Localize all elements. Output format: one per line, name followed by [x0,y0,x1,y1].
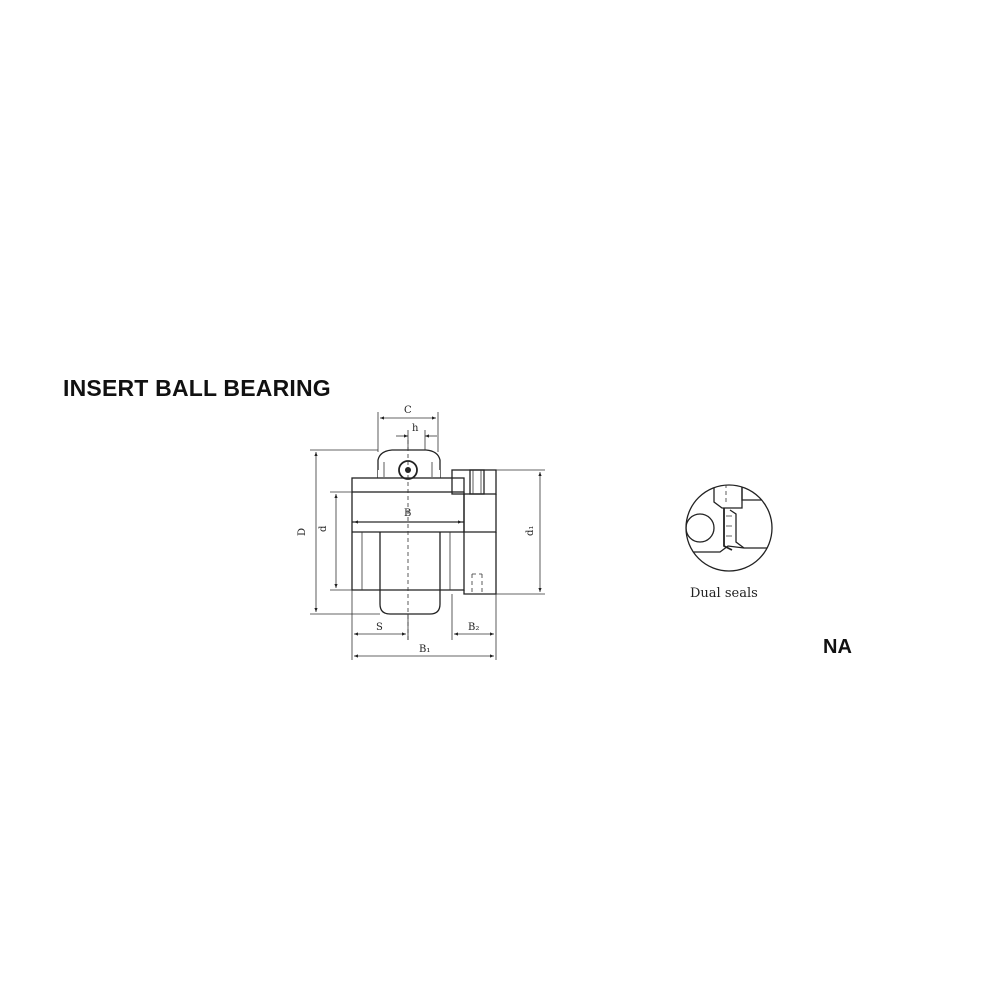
set-screw-collar [451,469,497,495]
page-title: INSERT BALL BEARING [63,375,331,401]
label-S: S [376,622,383,633]
series-code: NA [823,636,852,658]
dimension-lines [310,412,545,660]
label-B2: B₂ [468,622,479,633]
label-h: h [412,423,419,434]
label-d1: d₁ [525,526,536,536]
label-B: B [404,508,411,519]
label-d: d [318,525,329,532]
dimension-labels: C h D d B d₁ S B₂ B₁ [297,405,536,655]
label-C: C [404,405,412,416]
label-B1: B₁ [419,644,430,655]
detail-caption: Dual seals [690,586,758,601]
dual-seal-detail: Dual seals [685,484,773,601]
bearing-cross-section [351,440,497,640]
label-D: D [297,528,308,536]
